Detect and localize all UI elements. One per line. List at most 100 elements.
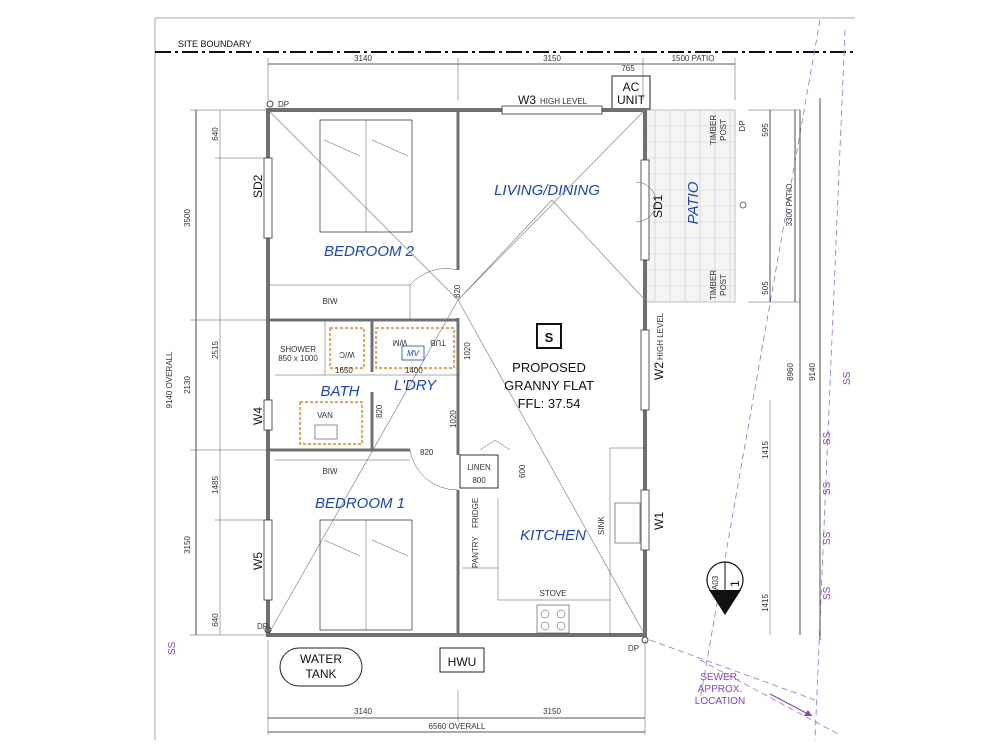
dim-820-b: 820 <box>375 404 384 418</box>
sewer-label-2: APPROX. <box>698 684 742 695</box>
site-boundary-label: SITE BOUNDARY <box>178 39 251 49</box>
dim-1400: 1400 <box>405 366 423 375</box>
sewer-pointer-head <box>804 710 812 716</box>
mv-label: MV <box>407 349 420 358</box>
water-tank <box>279 647 363 687</box>
dim-right-595: 595 <box>761 123 770 137</box>
ss-label-6: SS <box>167 641 178 655</box>
dp-marker-top-left <box>266 100 274 108</box>
section-ref-label: A03 <box>711 575 720 590</box>
dim-left-2515: 2515 <box>211 341 220 359</box>
dim-left-3150: 3150 <box>183 536 192 554</box>
dim-right-1415-b: 1415 <box>761 594 770 612</box>
dim-right-1415-a: 1415 <box>761 441 770 459</box>
dim-bottom-overall: 6560 OVERALL <box>429 722 486 731</box>
top-dimension <box>267 58 736 100</box>
dim-left-1485: 1485 <box>211 476 220 494</box>
window-w1-label: W1 <box>652 512 666 530</box>
dim-top-left: 3140 <box>354 54 372 63</box>
bed-bedroom-1 <box>319 519 413 631</box>
room-label-kitchen: KITCHEN <box>520 527 586 544</box>
bed-bedroom-2 <box>319 119 413 233</box>
biw-label-top: BIW <box>322 297 338 306</box>
dim-1020-a: 1020 <box>463 342 472 360</box>
symbol-letter: S <box>545 330 554 345</box>
dim-door-820-a: 820 <box>453 284 462 298</box>
biw-label-bottom: BIW <box>322 467 338 476</box>
vanity-basin <box>314 424 338 440</box>
symbol-box <box>536 323 562 349</box>
section-marker <box>706 561 744 615</box>
ac-unit-label-2: UNIT <box>617 93 646 107</box>
dim-right-505: 505 <box>761 281 770 295</box>
patio-dp-label: DP <box>738 120 747 131</box>
dp-label-bot-left: DP <box>257 622 268 631</box>
dim-top-right: 3150 <box>543 54 561 63</box>
dim-820-c: 820 <box>420 448 434 457</box>
ss-label-4: SS <box>822 586 833 600</box>
dim-1650: 1650 <box>335 366 353 375</box>
dim-600: 600 <box>518 464 527 478</box>
laundry-fixtures <box>375 327 455 369</box>
left-dimension-chain <box>190 109 270 636</box>
room-label-bath: BATH <box>321 383 360 400</box>
window-w2-note: HIGH LEVEL <box>656 312 665 360</box>
room-label-laundry: L'DRY <box>394 377 437 394</box>
windows <box>263 105 650 601</box>
roof-diagonals <box>267 109 646 636</box>
wc-fixture <box>329 327 365 369</box>
window-w5-label: W5 <box>251 552 265 570</box>
proposed-line-2: GRANNY FLAT <box>504 378 594 393</box>
dim-left-3500: 3500 <box>183 209 192 227</box>
linen-cupboard <box>459 454 499 489</box>
sewer-pointer <box>769 693 813 717</box>
wc-label: W/C <box>339 350 355 359</box>
water-tank-label-1: WATER <box>300 652 342 666</box>
right-dimension-chain <box>748 98 821 640</box>
water-tank-label-2: TANK <box>305 667 336 681</box>
section-num-label: 1 <box>728 580 742 587</box>
ac-unit-label-1: AC <box>623 80 640 94</box>
sink-label: SINK <box>597 516 606 535</box>
timber-post-top-2: POST <box>719 119 728 141</box>
dim-800: 800 <box>472 476 486 485</box>
vanity <box>299 401 363 445</box>
fridge-label: FRIDGE <box>471 498 480 528</box>
wm-label: WM <box>393 338 408 347</box>
hwu-unit <box>439 647 485 673</box>
ss-label-3: SS <box>822 531 833 545</box>
proposed-line-3: FFL: 37.54 <box>518 396 581 411</box>
pantry-label: PANTRY <box>471 536 480 568</box>
linen-door-swing <box>479 439 511 451</box>
window-w3-label: W3 <box>518 93 536 107</box>
linen-label: LINEN <box>467 463 491 472</box>
door-sd2-label: SD2 <box>251 174 265 198</box>
ss-label-2: SS <box>822 481 833 495</box>
hwu-label: HWU <box>448 655 477 669</box>
sewer-label-1: SEWER. <box>700 672 739 683</box>
ss-label-5: SS <box>842 371 853 385</box>
dp-label-top-left: DP <box>278 100 289 109</box>
kitchen-benches <box>462 447 645 635</box>
stove-label: STOVE <box>540 589 567 598</box>
dim-top-patio: 1500 PATIO <box>672 54 715 63</box>
timber-post-top-1: TIMBER <box>709 115 718 145</box>
timber-post-bot-1: TIMBER <box>709 270 718 300</box>
dim-right-8960: 8960 <box>786 363 795 381</box>
timber-post-bot-2: POST <box>719 274 728 296</box>
tub-label: TUB <box>430 338 446 347</box>
dp-label-bot-right: DP <box>628 644 639 653</box>
bottom-dimension <box>267 640 646 735</box>
shower-label-2: 850 x 1000 <box>278 354 318 363</box>
room-label-bedroom-2: BEDROOM 2 <box>324 243 415 260</box>
door-swings <box>409 181 657 491</box>
proposed-line-1: PROPOSED <box>512 360 586 375</box>
sewer-label-3: LOCATION <box>695 696 745 707</box>
dim-top-765: 765 <box>621 64 635 73</box>
dim-right-3300: 3300 PATIO <box>785 184 794 227</box>
mv-box <box>401 345 425 361</box>
dim-left-640-bot: 640 <box>211 613 220 627</box>
window-w4-label: W4 <box>251 407 265 425</box>
room-label-patio: PATIO <box>685 181 702 224</box>
